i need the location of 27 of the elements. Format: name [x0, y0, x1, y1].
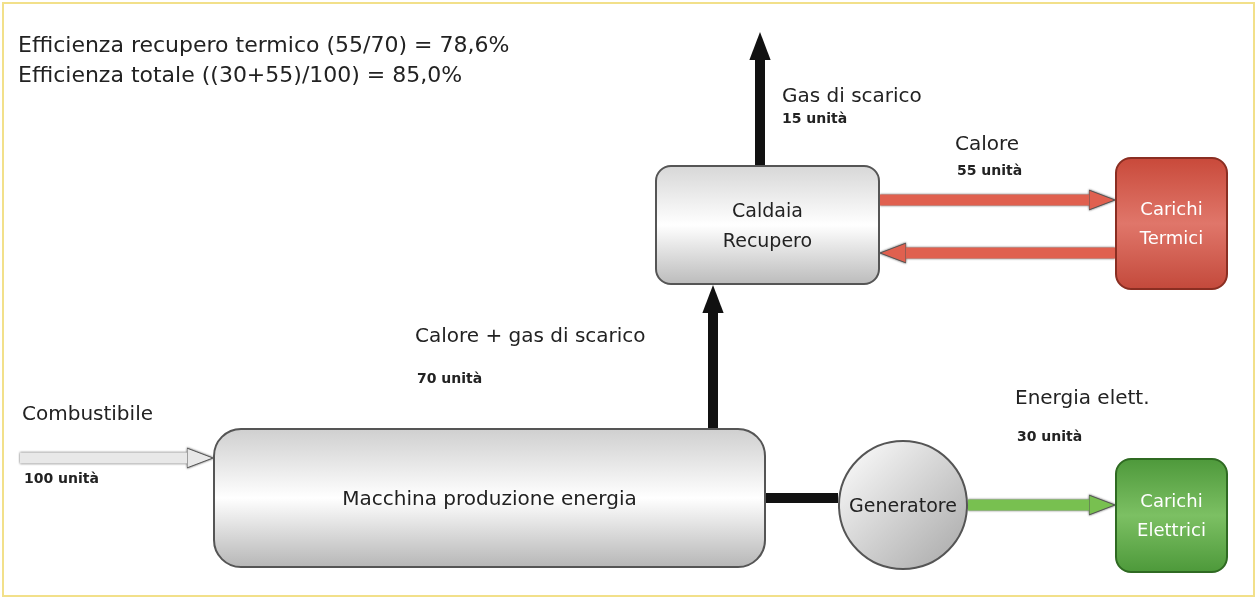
process-box — [655, 165, 880, 285]
arrow — [880, 189, 1116, 211]
arrow — [879, 242, 1115, 264]
edge-label: Combustibile — [22, 400, 153, 427]
node-label: Caldaia Recupero — [721, 197, 814, 253]
node-label: Carichi Termici — [1138, 196, 1205, 250]
efficiency-note: Efficienza recupero termico (55/70) = 78,6% — [18, 31, 510, 59]
quantity-label: 30 unità — [1017, 427, 1083, 446]
node-label: Generatore — [849, 492, 957, 518]
quantity-label: 100 unità — [24, 469, 99, 488]
edge-label: Calore — [955, 130, 1020, 157]
arrow — [702, 285, 724, 428]
arrow — [20, 447, 214, 469]
arrow — [749, 32, 771, 165]
node-label: Macchina produzione energia — [342, 485, 637, 512]
edge-label: Gas di scarico — [782, 82, 922, 109]
process-box — [1115, 157, 1228, 290]
quantity-label: 15 unità — [782, 109, 848, 128]
edge-label: Energia elett. — [1015, 384, 1150, 411]
edge-label: Calore + gas di scarico — [415, 322, 646, 349]
quantity-label: 55 unità — [957, 161, 1023, 180]
efficiency-note: Efficienza totale ((30+55)/100) = 85,0% — [18, 61, 463, 89]
node-label: Carichi Elettrici — [1136, 488, 1207, 542]
process-box — [1115, 458, 1228, 573]
quantity-label: 70 unità — [417, 369, 483, 388]
arrow — [968, 494, 1116, 516]
process-box — [213, 428, 766, 568]
